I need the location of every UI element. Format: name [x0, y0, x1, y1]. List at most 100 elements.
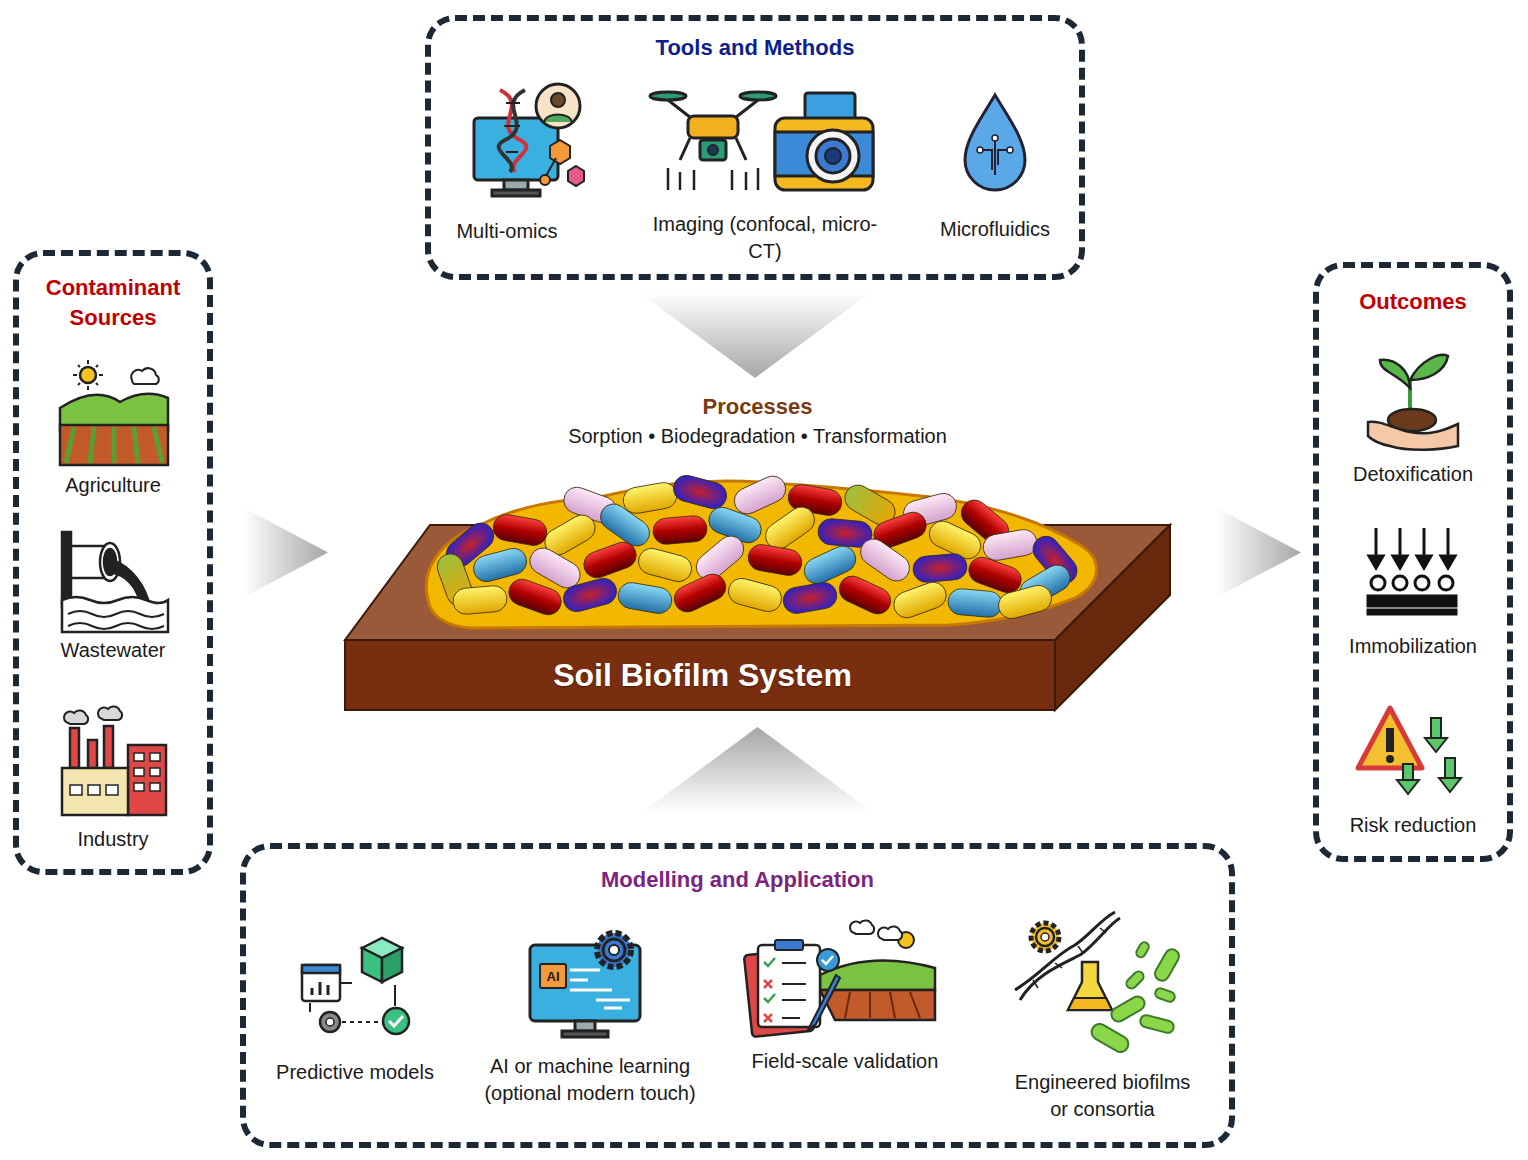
system-title: Soil Biofilm System	[345, 640, 1060, 710]
engineered-biofilm-icon	[1015, 912, 1182, 1055]
drone-icon	[679, 172, 682, 190]
biofilm-illustration	[561, 575, 620, 614]
biofilm-illustration	[434, 472, 1083, 622]
drone-icon	[688, 116, 738, 138]
microfluidics-icon	[965, 95, 1025, 190]
biofilm-illustration	[746, 543, 804, 578]
risk-reduction-icon	[1425, 738, 1447, 752]
industry-icon	[62, 768, 128, 815]
wastewater-icon	[62, 532, 71, 607]
item-label: Field-scale validation	[752, 1048, 939, 1075]
immobilization-icon	[1371, 576, 1385, 590]
industry-icon	[70, 785, 118, 795]
flow-arrow	[643, 727, 873, 812]
multiomics-icon	[551, 93, 565, 107]
field-validation-icon	[775, 940, 803, 950]
agriculture-icon	[73, 374, 77, 376]
industry-icon	[150, 783, 160, 791]
drone-icon	[668, 168, 758, 190]
multiomics-icon	[504, 125, 520, 127]
drone-icon	[650, 92, 776, 190]
agriculture-icon	[66, 427, 74, 463]
agriculture-icon	[131, 368, 159, 384]
drone-icon	[731, 170, 734, 190]
biofilm-illustration	[890, 579, 950, 622]
microfluidics-icon	[977, 147, 983, 153]
arrow-head	[1216, 508, 1301, 598]
industry-icon	[70, 785, 82, 795]
engineered-biofilm-icon	[1015, 912, 1115, 990]
application-item: Engineered biofilms or consortia	[990, 905, 1215, 1123]
wastewater-icon	[62, 532, 168, 632]
biofilm-illustration	[426, 472, 1096, 628]
field-validation-icon	[764, 958, 775, 1022]
biofilm-illustration	[616, 581, 674, 616]
immobilization-icon	[1417, 556, 1431, 568]
field-validation-icon	[820, 990, 935, 1020]
field-validation-icon	[764, 958, 775, 966]
industry-icon	[88, 785, 100, 795]
item-label: Multi-omics	[456, 218, 557, 245]
biofilm-illustration	[947, 588, 1003, 619]
agriculture-icon	[96, 383, 98, 385]
engineered-biofilm-icon	[1135, 941, 1151, 959]
immobilization-icon	[1368, 596, 1456, 606]
arrow-head	[243, 508, 328, 598]
outcome-item: Detoxification	[1323, 340, 1503, 488]
predictive-models-icon	[302, 965, 340, 1001]
source-item: Industry	[23, 705, 203, 853]
multiomics-icon	[474, 84, 584, 196]
engineered-biofilm-icon	[1055, 963, 1062, 968]
multiomics-icon	[546, 158, 556, 176]
engineered-biofilm-icon	[1124, 969, 1145, 990]
flow-arrow	[243, 508, 328, 598]
camera-icon	[807, 130, 859, 182]
predictive-models-icon	[302, 938, 409, 1034]
field-validation-icon	[878, 926, 902, 940]
item-label: Predictive models	[276, 1059, 434, 1086]
biofilm-illustration	[835, 572, 895, 618]
predictive-models-icon	[382, 948, 402, 982]
engineered-biofilm-icon	[1041, 933, 1049, 941]
item-label: AI or machine learning (optional modern …	[473, 1053, 708, 1107]
drone-icon	[745, 172, 748, 190]
field-validation-icon	[869, 992, 871, 1018]
multiomics-icon	[506, 151, 518, 153]
risk-reduction-icon	[1445, 758, 1455, 780]
wastewater-icon	[62, 597, 168, 632]
agriculture-icon	[60, 360, 168, 465]
immobilization-icon	[1415, 576, 1429, 590]
risk-reduction-icon	[1386, 728, 1394, 752]
immobilization-icon	[1393, 556, 1407, 568]
group-box: Tools and MethodsMulti-omicsImaging (con…	[425, 15, 1085, 280]
wastewater-icon	[68, 611, 164, 629]
drone-icon	[740, 92, 776, 100]
engineered-biofilm-icon	[1078, 946, 1083, 953]
immobilization-icon	[1393, 576, 1407, 590]
biofilm-illustration	[621, 481, 679, 516]
predictive-models-icon	[309, 1003, 311, 1012]
predictive-models-icon	[327, 985, 330, 995]
immobilization-icon	[1439, 576, 1453, 590]
camera-icon	[775, 93, 873, 190]
drone-icon	[708, 145, 718, 155]
engineered-biofilm-icon	[1152, 947, 1181, 983]
group-title: Modelling and Application	[288, 849, 1188, 895]
engineered-biofilm-icon	[1100, 928, 1106, 933]
risk-reduction-icon	[1431, 718, 1441, 740]
predictive-models-icon	[389, 1016, 403, 1026]
industry-icon	[106, 785, 118, 795]
drone-icon	[757, 168, 760, 190]
group-box: Contaminant SourcesAgricultureWastewater…	[13, 250, 213, 875]
field-validation-icon	[764, 994, 775, 1002]
detoxification-icon	[1410, 355, 1448, 380]
multiomics-icon	[492, 190, 540, 196]
ai-icon	[540, 964, 566, 988]
agriculture-icon	[134, 427, 138, 463]
drone-icon	[667, 168, 670, 190]
agriculture-icon	[60, 425, 168, 465]
predictive-models-icon	[383, 1008, 409, 1034]
engineered-biofilm-icon	[1031, 923, 1059, 951]
biofilm-illustration	[452, 585, 508, 616]
